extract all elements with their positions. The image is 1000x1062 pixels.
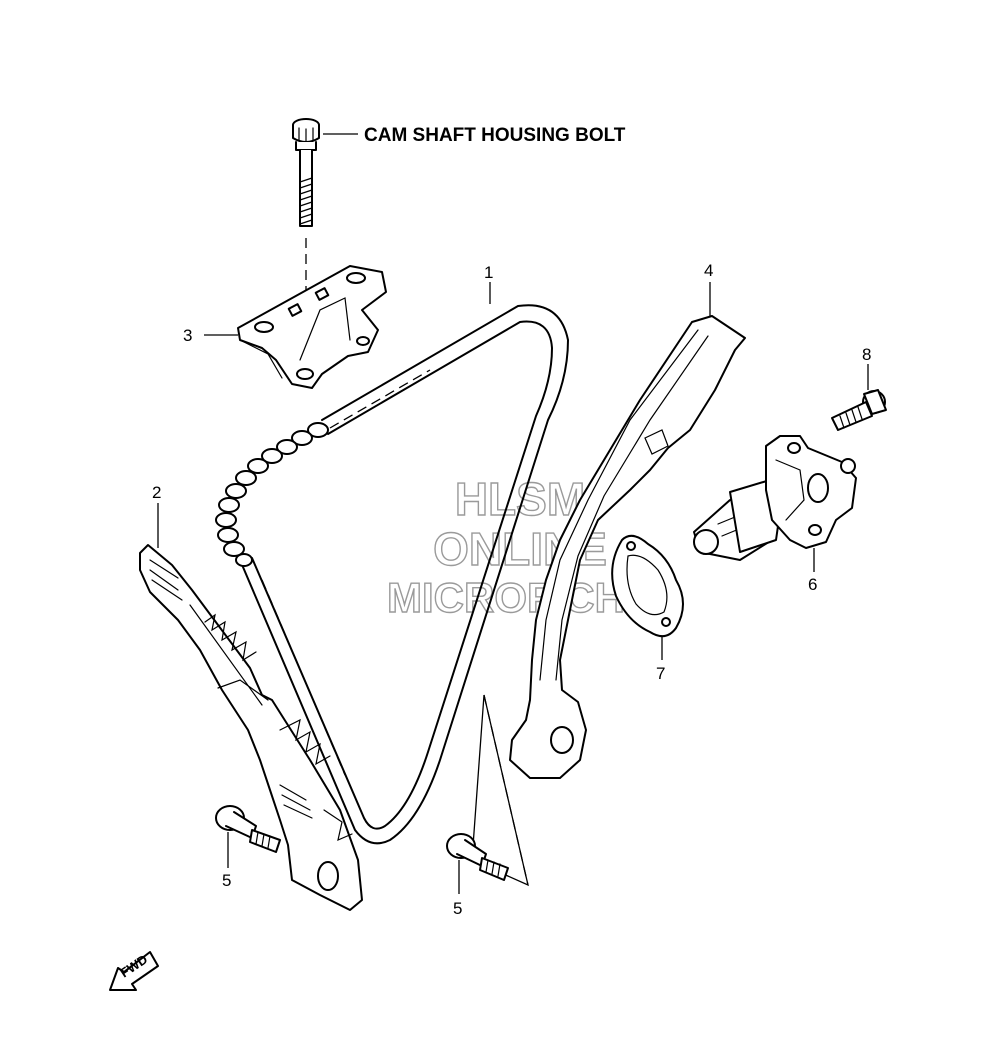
part-5-guide-bolt-right: [446, 833, 509, 881]
part-8-adjuster-bolt: [831, 389, 887, 431]
callout-2: 2: [152, 483, 161, 502]
watermark-line1: HLSM: [455, 473, 585, 525]
callout-5a: 5: [222, 871, 231, 890]
callout-5b: 5: [453, 899, 462, 918]
assembly-dash-line: [483, 694, 529, 886]
callout-7: 7: [656, 664, 665, 683]
callout-4: 4: [704, 261, 713, 280]
cam-chain-links: [215, 422, 329, 567]
part-5-guide-bolt-left: [215, 805, 281, 853]
cam-shaft-housing-bolt-part: [292, 118, 320, 227]
part-4-tensioner-guide: [509, 315, 746, 779]
part-1-cam-chain: [215, 304, 569, 845]
callout-1: 1: [484, 263, 493, 282]
part-6-tensioner-adjuster: [693, 435, 857, 561]
cam-shaft-housing-bolt-label: CAM SHAFT HOUSING BOLT: [364, 125, 626, 146]
callout-6: 6: [808, 575, 817, 594]
part-7-gasket: [611, 534, 684, 638]
callout-8: 8: [862, 345, 871, 364]
part-2-chain-guide: [139, 544, 363, 911]
fwd-arrow-icon: FWD: [109, 951, 159, 991]
part-3-chain-guide-bracket: [237, 265, 387, 389]
callout-3: 3: [183, 326, 192, 345]
watermark-line3: MICROFICHE: [387, 574, 653, 621]
